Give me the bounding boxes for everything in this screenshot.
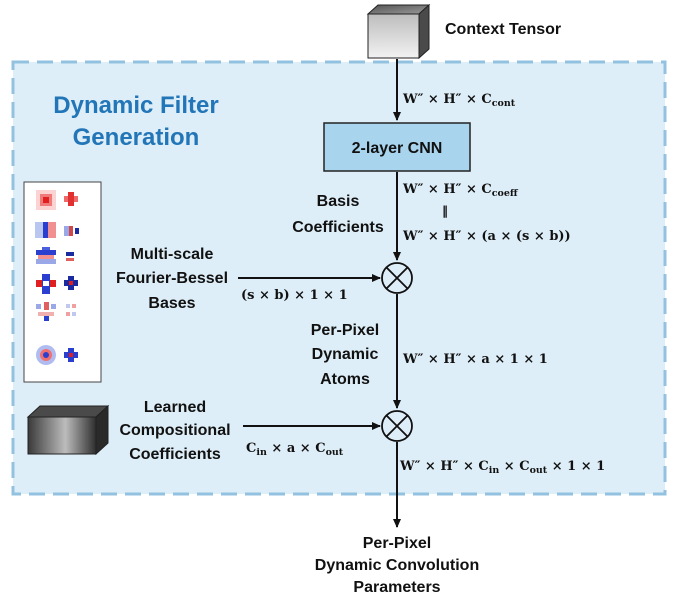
cnn-box — [323, 122, 471, 172]
basis-coefficients-line1: Basis — [317, 193, 360, 210]
bases-label-line1: Multi-scale — [131, 246, 214, 263]
context-shape-label: W″ × H″ × Ccont — [402, 92, 516, 109]
coeff-equiv-label: W″ × H″ × (a × (s × b)) — [402, 229, 571, 244]
context-tensor-label: Context Tensor — [445, 21, 561, 38]
atoms-label-line3: Atoms — [320, 371, 370, 388]
panel-title-line1: Dynamic Filter — [53, 92, 218, 119]
learned-label-line2: Compositional — [119, 422, 230, 439]
bases-pattern-grid — [35, 190, 79, 365]
bases-label-line2: Fourier-Bessel — [116, 270, 228, 287]
basis-pattern-icon — [35, 222, 79, 238]
output-label-line2: Dynamic Convolution — [315, 557, 479, 574]
learned-shape-label: Cin × a × Cout — [246, 441, 344, 458]
basis-pattern-icon — [36, 302, 76, 321]
panel-title-line2: Generation — [73, 124, 200, 151]
equiv-symbol: ‖ — [442, 204, 448, 218]
fourier-bessel-bases-box — [23, 181, 102, 383]
learned-label-line3: Coefficients — [129, 446, 221, 463]
basis-pattern-icon — [36, 247, 74, 264]
coeff-shape-label: W″ × H″ × Ccoeff — [402, 182, 519, 199]
cnn-label: 2-layer CNN — [352, 140, 443, 157]
atoms-label-line2: Dynamic — [312, 346, 379, 363]
learned-label-line1: Learned — [144, 399, 206, 416]
atoms-label-line1: Per-Pixel — [311, 322, 379, 339]
basis-coefficients-line2: Coefficients — [292, 219, 384, 236]
basis-pattern-icon — [36, 345, 78, 365]
bases-shape-label: (s × b) × 1 × 1 — [241, 288, 348, 303]
bases-label-line3: Bases — [148, 295, 195, 312]
multiply-operator-2-icon — [381, 410, 413, 442]
final-shape-label: W″ × H″ × Cin × Cout × 1 × 1 — [399, 459, 605, 476]
atoms-shape-label: W″ × H″ × a × 1 × 1 — [402, 352, 548, 367]
context-tensor-cube-icon — [366, 3, 431, 60]
output-label-line1: Per-Pixel — [363, 535, 431, 552]
learned-coefficients-slab-icon — [26, 404, 110, 456]
basis-pattern-icon — [36, 274, 78, 294]
basis-pattern-icon — [36, 190, 78, 210]
multiply-operator-1-icon — [381, 262, 413, 294]
output-label-line3: Parameters — [353, 579, 440, 596]
